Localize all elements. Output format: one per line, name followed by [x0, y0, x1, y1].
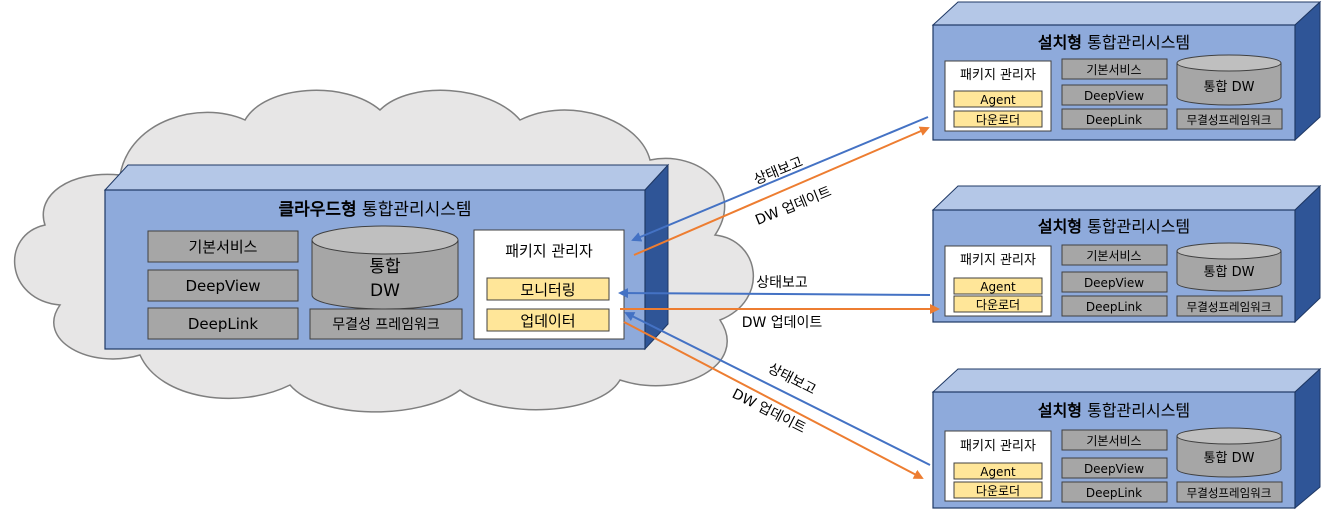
cloud-system-box: 클라우드형 통합관리시스템 기본서비스 DeepView DeepLink 통합… [103, 163, 670, 351]
installed-1-package-manager: 패키지 관리자 [960, 68, 1036, 83]
status-label-3: 상태보고 [765, 361, 818, 399]
installed-2-service-deeplink: DeepLink [1086, 300, 1142, 314]
cloud-dw-label-1: 통합 [369, 257, 401, 277]
installed-1-downloader: 다운로더 [976, 113, 1020, 127]
cloud-dw-label-2: DW [370, 281, 400, 301]
cloud-service-deeplink: DeepLink [188, 315, 259, 333]
installed-3-agent: Agent [980, 465, 1016, 479]
installed-2-service-deepview: DeepView [1084, 276, 1144, 290]
update-label-1: DW 업데이트 [753, 184, 834, 229]
installed-system-2: 설치형 통합관리시스템 패키지 관리자 Agent 다운로더 기본서비스 Dee… [931, 184, 1322, 324]
installed-2-downloader: 다운로더 [976, 298, 1020, 312]
installed-3-service-basic: 기본서비스 [1086, 434, 1141, 448]
cloud-package-manager-title: 패키지 관리자 [505, 242, 593, 260]
installed-system-1-title: 설치형 통합관리시스템 [1038, 33, 1190, 52]
installed-2-dw: 통합 DW [1204, 265, 1255, 280]
cloud-updater: 업데이터 [520, 312, 575, 330]
installed-1-dw-cylinder [1176, 54, 1282, 106]
status-arrow-2 [618, 288, 931, 299]
update-arrow-1 [633, 126, 930, 256]
status-label-1: 상태보고 [752, 154, 806, 188]
installed-2-service-basic: 기본서비스 [1086, 249, 1141, 263]
cloud-framework: 무결성 프레임워크 [332, 317, 440, 333]
installed-1-dw: 통합 DW [1204, 80, 1255, 95]
cloud-dw-cylinder [311, 225, 459, 310]
installed-3-service-deeplink: DeepLink [1086, 486, 1142, 500]
installed-2-dw-cylinder [1176, 242, 1282, 292]
installed-1-agent: Agent [980, 93, 1016, 107]
update-arrow-3 [623, 321, 924, 479]
status-arrow-1 [631, 116, 929, 242]
cloud-service-deepview: DeepView [185, 277, 260, 295]
cloud-monitoring: 모니터링 [520, 281, 575, 299]
installed-3-dw: 통합 DW [1204, 451, 1255, 466]
installed-1-service-deepview: DeepView [1084, 89, 1144, 103]
installed-3-package-manager: 패키지 관리자 [960, 439, 1036, 454]
installed-1-service-basic: 기본서비스 [1086, 63, 1141, 77]
installed-3-downloader: 다운로더 [976, 484, 1020, 498]
status-arrow-3 [624, 312, 931, 466]
cloud-system-title: 클라우드형 통합관리시스템 [278, 199, 471, 220]
installed-1-framework: 무결성프레임워크 [1187, 113, 1272, 127]
update-label-2: DW 업데이트 [742, 315, 823, 331]
installed-2-package-manager: 패키지 관리자 [960, 253, 1036, 268]
installed-2-framework: 무결성프레임워크 [1187, 300, 1272, 314]
installed-2-agent: Agent [980, 280, 1016, 294]
installed-3-dw-cylinder [1176, 427, 1282, 478]
cloud-service-basic: 기본서비스 [188, 238, 257, 256]
installed-system-2-title: 설치형 통합관리시스템 [1038, 217, 1190, 236]
installed-system-3-title: 설치형 통합관리시스템 [1038, 401, 1190, 420]
installed-1-service-deeplink: DeepLink [1086, 113, 1142, 127]
installed-3-service-deepview: DeepView [1084, 462, 1144, 476]
status-label-2: 상태보고 [756, 275, 808, 291]
installed-system-1: 설치형 통합관리시스템 패키지 관리자 Agent 다운로더 기본서비스 Dee… [931, 0, 1322, 142]
installed-3-framework: 무결성프레임워크 [1187, 486, 1272, 500]
installed-system-3: 설치형 통합관리시스템 패키지 관리자 Agent 다운로더 기본서비스 Dee… [931, 367, 1322, 510]
